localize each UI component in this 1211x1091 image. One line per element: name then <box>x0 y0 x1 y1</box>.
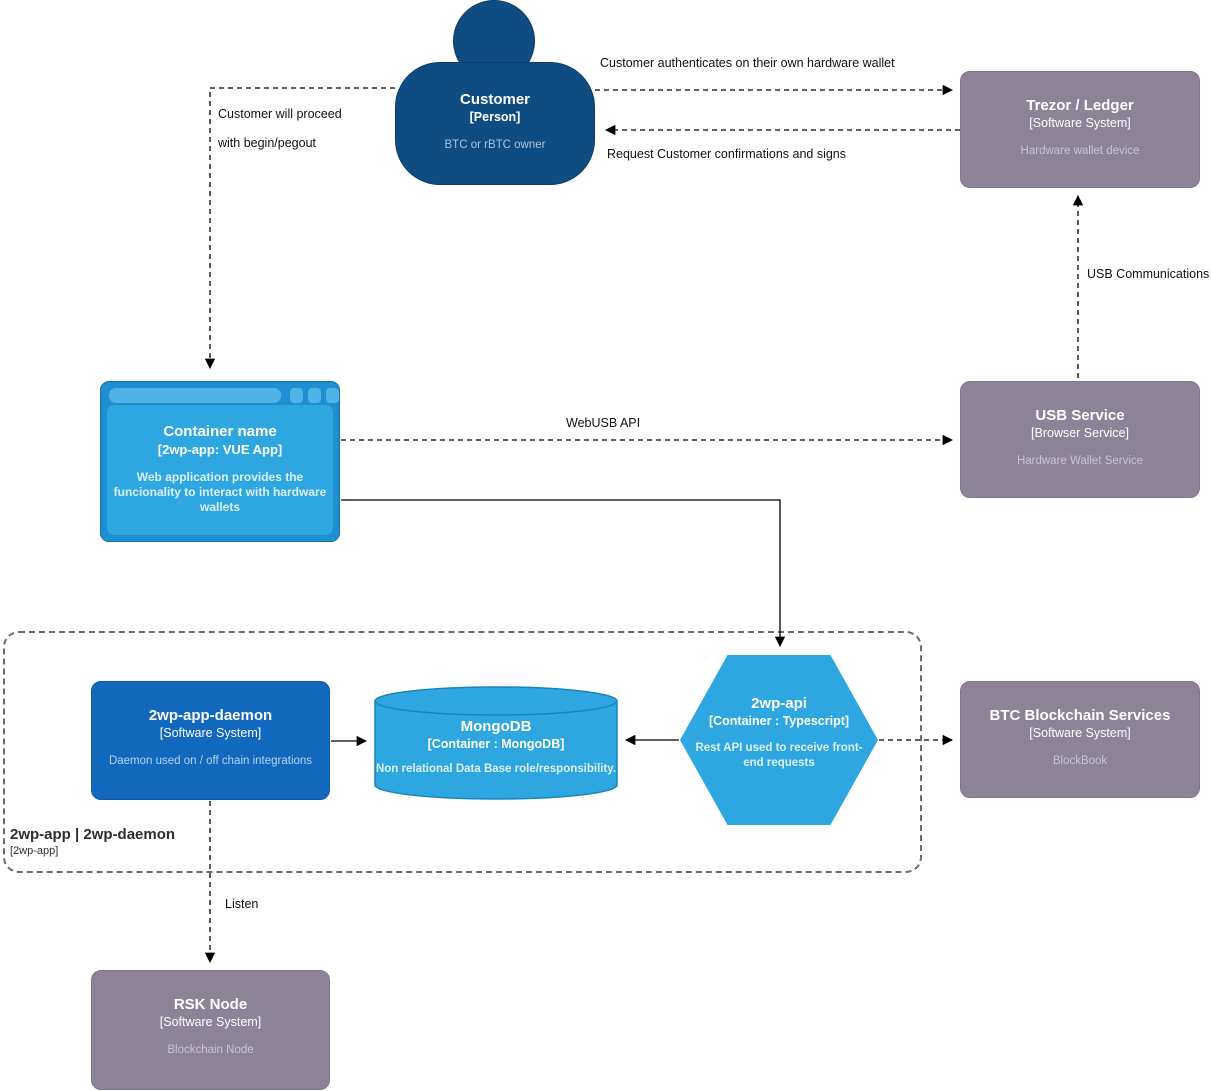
node-customer[interactable]: Customer [Person] BTC or rBTC owner <box>395 62 595 185</box>
node-description: BlockBook <box>1052 754 1108 767</box>
edge-label-proceed-1: Customer will proceed <box>218 107 342 121</box>
node-trezor-ledger[interactable]: Trezor / Ledger [Software System] Hardwa… <box>960 71 1200 188</box>
browser-button-icon <box>290 388 303 403</box>
node-description: Daemon used on / off chain integrations <box>108 754 313 767</box>
node-mongodb[interactable]: MongoDB [Container : MongoDB] Non relati… <box>374 686 618 800</box>
edge-proceed <box>204 87 395 370</box>
boundary-subtitle: [2wp-app] <box>10 845 59 857</box>
node-title: Customer <box>459 91 530 108</box>
node-description: Web application provides the funcionalit… <box>113 470 327 514</box>
node-description: Rest API used to receive front-end reque… <box>695 742 863 769</box>
node-title: USB Service <box>1035 407 1125 424</box>
edge-label-usb-comm: USB Communications <box>1087 267 1210 281</box>
edge-label-webusb: WebUSB API <box>566 416 641 430</box>
node-description: Blockchain Node <box>167 1043 254 1056</box>
node-2wp-api[interactable]: 2wp-api [Container : Typescript] Rest AP… <box>680 655 878 825</box>
node-title: Trezor / Ledger <box>1026 97 1134 114</box>
edge-app-to-api <box>341 499 786 648</box>
boundary-title: 2wp-app | 2wp-daemon <box>10 826 176 843</box>
node-subtitle: [Software System] <box>1029 116 1131 131</box>
browser-button-icon <box>326 388 339 403</box>
node-title: BTC Blockchain Services <box>989 707 1171 724</box>
node-subtitle: [Container : Typescript] <box>708 714 850 728</box>
node-webapp[interactable]: Container name [2wp-app: VUE App] Web ap… <box>100 381 340 542</box>
node-2wp-app-daemon[interactable]: 2wp-app-daemon [Software System] Daemon … <box>91 681 330 800</box>
browser-address-bar <box>109 388 281 403</box>
webapp-content: Container name [2wp-app: VUE App] Web ap… <box>107 405 333 535</box>
boundary-label: 2wp-app | 2wp-daemon [2wp-app] <box>10 826 175 857</box>
node-subtitle: [2wp-app: VUE App] <box>157 442 283 457</box>
node-subtitle: [Software System] <box>159 726 262 741</box>
edge-label-auth: Customer authenticates on their own hard… <box>600 56 895 70</box>
browser-titlebar <box>101 382 339 405</box>
node-btc-blockchain-services[interactable]: BTC Blockchain Services [Software System… <box>960 681 1200 798</box>
node-subtitle: [Person] <box>469 110 521 125</box>
node-title: 2wp-app-daemon <box>148 707 273 724</box>
node-subtitle: [Software System] <box>159 1015 262 1030</box>
edge-label-confirm: Request Customer confirmations and signs <box>607 147 847 161</box>
node-description: Hardware Wallet Service <box>1016 454 1144 467</box>
node-description: Non relational Data Base role/responsibi… <box>375 763 617 775</box>
node-rsk-node[interactable]: RSK Node [Software System] Blockchain No… <box>91 970 330 1090</box>
node-usb-service[interactable]: USB Service [Browser Service] Hardware W… <box>960 381 1200 498</box>
node-description: Hardware wallet device <box>1020 144 1140 157</box>
node-title: 2wp-api <box>751 695 807 712</box>
node-subtitle: [Software System] <box>1029 726 1131 741</box>
node-subtitle: [Container : MongoDB] <box>427 737 565 751</box>
cylinder-shape <box>374 686 618 800</box>
node-title: MongoDB <box>460 718 532 735</box>
mongodb-content: MongoDB [Container : MongoDB] Non relati… <box>374 686 618 800</box>
node-description: BTC or rBTC owner <box>444 138 546 151</box>
edge-label-proceed-2: with begin/pegout <box>218 136 316 150</box>
browser-button-icon <box>308 388 321 403</box>
edge-label-listen: Listen <box>225 897 259 911</box>
node-subtitle: [Browser Service] <box>1031 426 1129 441</box>
node-title: RSK Node <box>173 996 248 1013</box>
node-title: Container name <box>163 423 277 440</box>
